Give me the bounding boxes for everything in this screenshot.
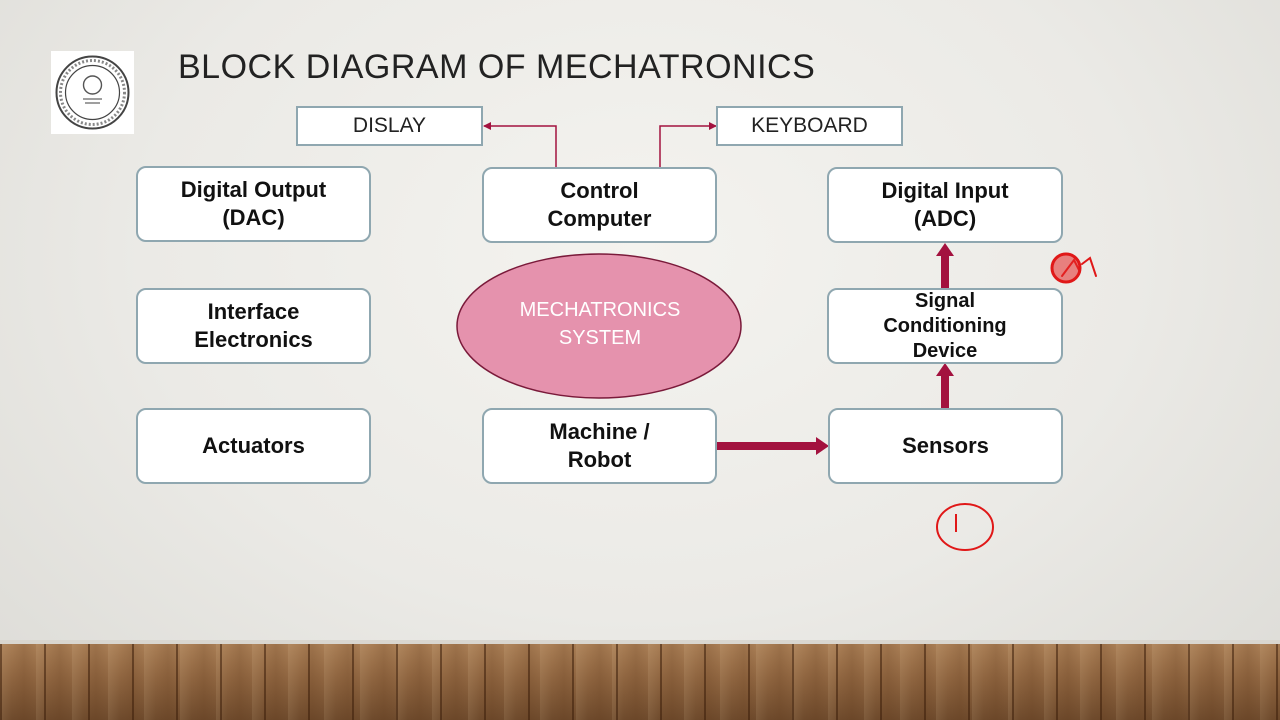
- page-title: BLOCK DIAGRAM OF MECHATRONICS: [178, 48, 816, 86]
- actuators-block: Actuators: [136, 408, 371, 484]
- interface-electronics-block: Interface Electronics: [136, 288, 371, 364]
- arrow-sensors-to-conditioning-head: [936, 363, 954, 376]
- digital-input-block: Digital Input (ADC): [827, 167, 1063, 243]
- college-logo: [51, 51, 134, 134]
- digital-output-block: Digital Output (DAC): [136, 166, 371, 242]
- floor-divider: [0, 640, 1280, 644]
- display-block: DISLAY: [296, 106, 483, 146]
- mechatronics-system-ellipse: [456, 253, 742, 399]
- keyboard-block: KEYBOARD: [716, 106, 903, 146]
- wood-floor-background: [0, 644, 1280, 720]
- pointer-highlight: [1050, 252, 1082, 284]
- arrow-machine-to-sensors-shaft: [717, 442, 817, 450]
- signal-conditioning-block: Signal Conditioning Device: [827, 288, 1063, 364]
- control-computer-block: Control Computer: [482, 167, 717, 243]
- arrow-to-display: [483, 122, 557, 167]
- arrow-to-keyboard: [659, 122, 717, 167]
- arrow-conditioning-to-adc-shaft: [941, 255, 949, 289]
- arrow-conditioning-to-adc-head: [936, 243, 954, 256]
- mechatronics-system-label: MECHATRONICS SYSTEM: [519, 299, 681, 349]
- arrow-sensors-to-conditioning-shaft: [941, 375, 949, 409]
- arrow-machine-to-sensors-head: [816, 437, 829, 455]
- machine-robot-block: Machine / Robot: [482, 408, 717, 484]
- handwritten-circle: [936, 503, 994, 551]
- seal-icon: [55, 55, 130, 130]
- sensors-block: Sensors: [828, 408, 1063, 484]
